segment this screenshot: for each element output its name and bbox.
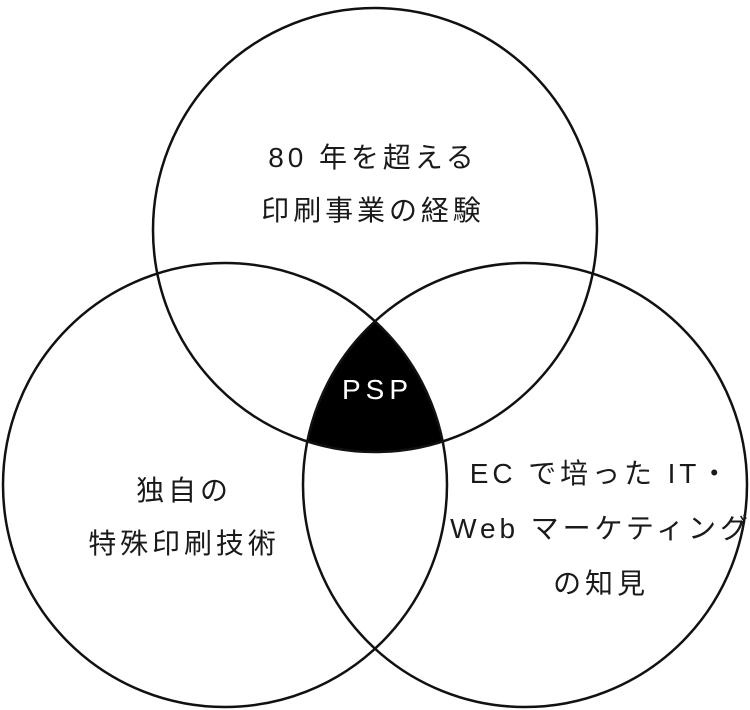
label-bottom-right-circle: EC で培った IT・ Web マーケティング の知見 — [450, 446, 750, 611]
label-bottom-left-circle-line-1: 独自の — [136, 475, 232, 506]
label-top-circle: 80 年を超える 印刷事業の経験 — [261, 131, 484, 237]
label-top-circle-line-2: 印刷事業の経験 — [261, 195, 485, 226]
label-top-circle-line-1: 80 年を超える — [268, 142, 478, 173]
label-bottom-right-circle-line-1: EC で培った IT・ — [469, 458, 733, 489]
circle-top-outline — [151, 6, 599, 454]
circle-bottom-right-outline — [301, 261, 749, 709]
label-bottom-right-circle-line-2: Web マーケティング — [450, 513, 750, 544]
label-bottom-left-circle-line-2: 特殊印刷技術 — [88, 528, 280, 559]
label-bottom-right-circle-line-3: の知見 — [553, 568, 649, 599]
center-intersection-shape — [303, 263, 447, 452]
label-bottom-left-circle: 独自の 特殊印刷技術 — [88, 464, 280, 570]
center-intersection-label: PSP — [341, 374, 414, 405]
circle-bottom-left-outline — [1, 261, 449, 709]
